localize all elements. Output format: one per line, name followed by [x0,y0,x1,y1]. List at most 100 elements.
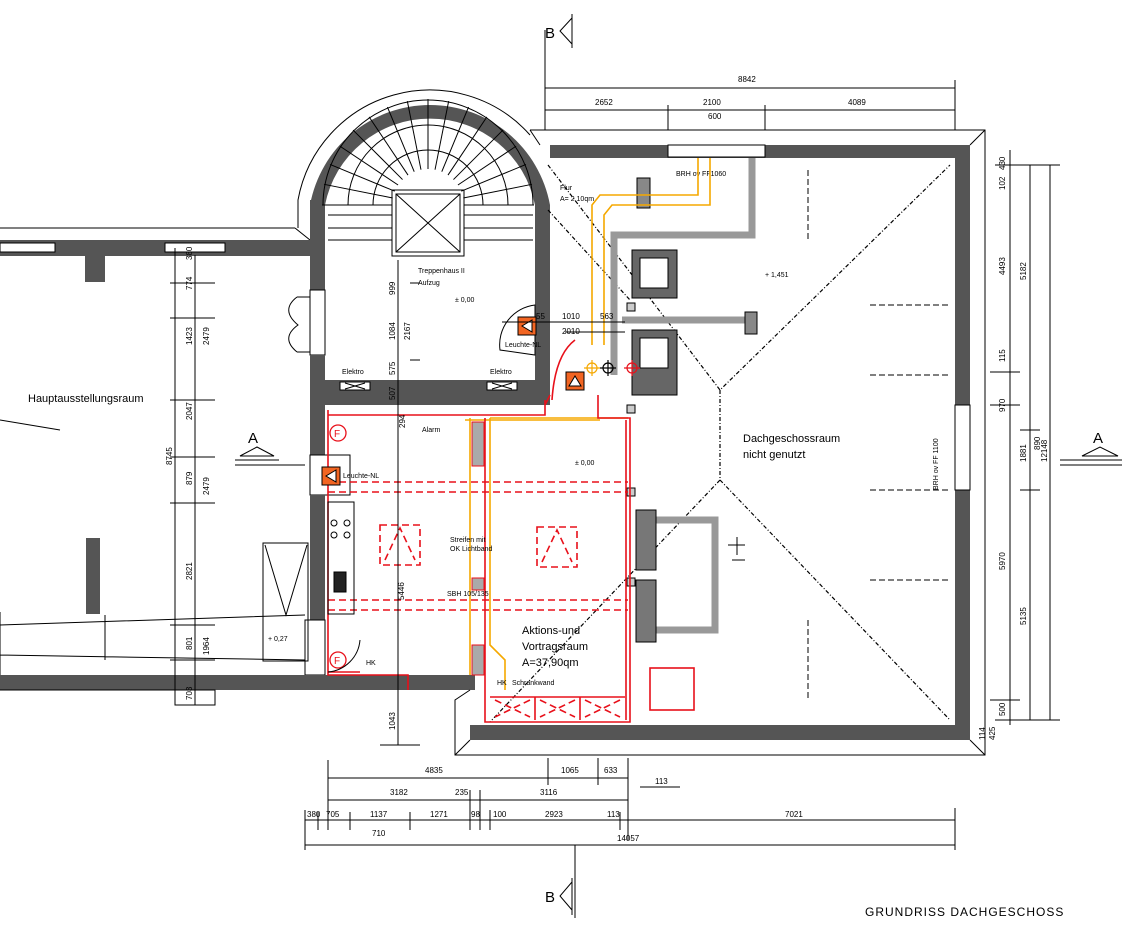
dim-label: 1271 [430,810,448,819]
svg-text:F: F [334,656,340,667]
dim-label: 12148 [1040,439,1049,462]
light-strip-label: OK Lichtband [450,546,493,553]
emergency-light-icon [321,466,341,486]
dim-label: 380 [307,810,321,819]
dim-label: 1084 [388,322,397,340]
dim-label: 2923 [545,810,563,819]
wardrobe-label: Schrankwand [512,680,555,687]
action-room-name-2: Vortragsraum [522,641,588,653]
stair-tread [352,129,403,180]
elektro-label: Elektro [490,369,512,376]
dim-label: 98 [471,810,480,819]
dim-label: 3116 [540,788,558,797]
dim-label: 633 [604,766,618,775]
flur-name: Flur [560,185,573,192]
dim-label: 970 [998,398,1007,412]
fire-extinguisher-icon: F [329,424,347,442]
attic-room-note: nicht genutzt [743,449,805,461]
installation-lines: F F Leuchte-NL Leuchte-NL Alarm Streifen… [28,158,711,723]
sbh-label: SBH 105/135 [447,591,489,598]
dim-label: 879 [185,471,194,485]
main-hall-name: Hauptausstellungsraum [28,393,144,405]
svg-text:F: F [334,429,340,440]
right-building: BRH ov FF1060 BRH ov FF 1100 Flur A= 2,1… [454,129,986,756]
level-marker: ± 0,00 [455,297,475,304]
dim-label: 703 [185,686,194,700]
dim-label: 600 [708,112,722,121]
stair-room-name: Treppenhaus II [418,268,465,275]
dim-label: 2167 [403,322,412,340]
dim-label: 2479 [202,327,211,345]
fire-extinguisher-icon: F [329,651,347,669]
dim-label: 710 [372,829,386,838]
dimension-lines [170,30,1080,918]
level-marker: + 0,27 [268,636,288,643]
dim-label: 113 [655,777,668,786]
level-marker: + 1,451 [765,272,789,279]
stair-tread [434,100,450,170]
dim-label: 2479 [202,477,211,495]
dim-label: 4493 [998,257,1007,275]
kitchen-unit [327,501,361,673]
dim-label: 5446 [397,582,406,600]
svg-text:A: A [248,430,258,447]
dim-label: 774 [185,276,194,290]
emergency-light-label: Leuchte-NL [505,342,541,349]
dim-label: 5135 [1019,607,1028,625]
dim-label: 1065 [561,766,579,775]
dim-label: 2652 [595,98,613,107]
svg-text:A: A [1093,430,1103,447]
dim-label: 801 [185,636,194,650]
dim-label: 2821 [185,562,194,580]
dim-label: 1043 [388,712,397,730]
dim-label: 4089 [848,98,866,107]
attic-room-name: Dachgeschossraum [743,433,840,445]
dim-label: 7021 [785,810,803,819]
left-building [0,200,475,706]
dim-label: 100 [493,810,507,819]
dim-label: 1423 [185,327,194,345]
sill-height-label: BRH ov FF1060 [676,171,726,178]
stair-tread [386,106,415,172]
sill-height-label: BRH ov FF 1100 [933,438,940,490]
dim-label: 1964 [202,637,211,655]
dim-label: 235 [455,788,469,797]
svg-text:B: B [545,889,555,906]
dim-label: 8842 [738,75,756,84]
stair-tread [441,106,470,172]
dim-label: 5182 [1019,262,1028,280]
dim-label: 430 [998,156,1007,170]
dim-label: 113 [607,810,620,819]
dim-label: 102 [998,176,1007,190]
action-room-name: Aktions-und [522,625,580,637]
stair-tread [406,100,422,170]
stair-room-sub: Aufzug [418,280,440,287]
dim-label: 14057 [617,834,640,843]
section-mark-b-bottom: B [545,878,573,915]
dim-label: 3182 [390,788,408,797]
dim-label: 114 [978,727,987,740]
dim-label: 575 [388,361,397,375]
dim-label: 4835 [425,766,443,775]
emergency-light-icon [517,316,537,336]
stair-tower: Treppenhaus II Aufzug Elektro Elektro ± … [297,89,550,405]
dim-label: 890 [1033,436,1042,450]
dim-label: 1881 [1019,444,1028,462]
dimension-labels: 8842 2652 2100 4089 600 4835 1065 633 31… [165,75,1049,843]
dim-label: 2010 [562,327,580,336]
stair-tread [329,163,395,192]
section-mark-a-left: A [235,430,305,466]
emergency-light-icon [565,371,585,391]
roof-beams [807,170,950,700]
stair-tread [323,183,393,199]
section-mark-a-right: A [1060,430,1122,466]
dim-label: 5970 [998,552,1007,570]
svg-text:B: B [545,25,555,42]
dim-label: 2100 [703,98,721,107]
stair-tread [453,129,504,180]
dim-label: 999 [388,281,397,295]
dim-label: 1010 [562,312,580,321]
flur-area: A= 2,10qm [560,196,594,203]
stair-steps [322,99,534,206]
radiator-label: HK [366,660,376,667]
